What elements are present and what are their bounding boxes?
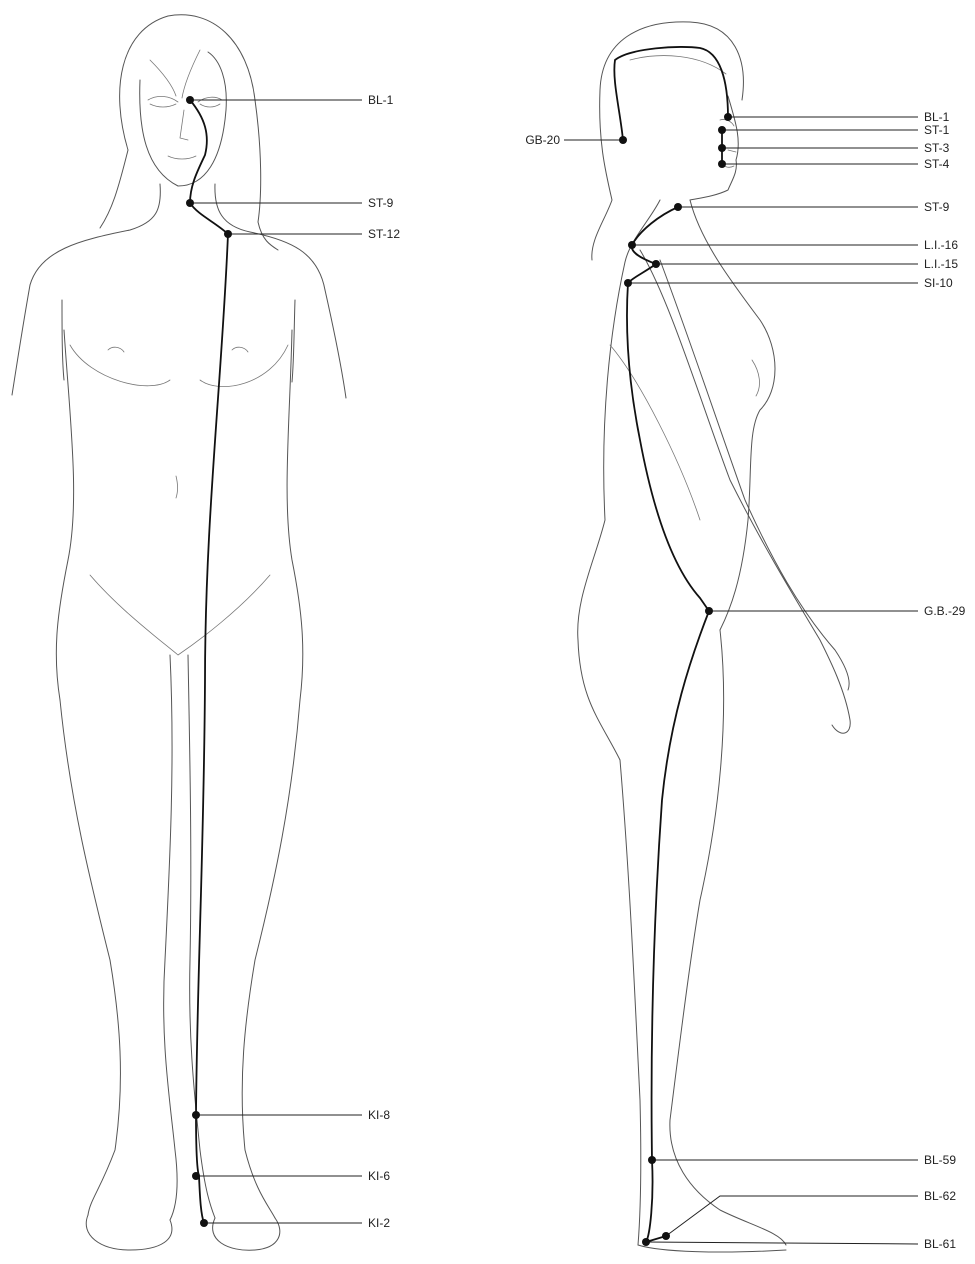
front-figure [12, 15, 346, 1250]
front-view-label-ki-6: KI-6 [368, 1169, 390, 1183]
side-view-point-l-i-16 [628, 241, 636, 249]
side-view-label-bl-1: BL-1 [924, 110, 950, 124]
front-view-label-ki-2: KI-2 [368, 1216, 390, 1230]
front-view-label-st-9: ST-9 [368, 196, 394, 210]
side-view-label-si-10: SI-10 [924, 276, 953, 290]
side-figure [578, 22, 851, 1252]
side-view-point-bl-61 [642, 1238, 650, 1246]
side-view-label-bl-59: BL-59 [924, 1153, 956, 1167]
side-view-point-gb-20 [619, 136, 627, 144]
front-channel-line [190, 100, 228, 1223]
front-face-features [148, 50, 222, 159]
side-view-label-st-1: ST-1 [924, 123, 950, 137]
front-legs [60, 655, 300, 1220]
side-view-point-st-1 [718, 126, 726, 134]
side-view-label-gb-20: GB-20 [525, 133, 560, 147]
side-view-point-st-3 [718, 144, 726, 152]
front-view-label-ki-8: KI-8 [368, 1108, 390, 1122]
side-head [592, 22, 744, 260]
side-view-point-g-b-29 [705, 607, 713, 615]
front-view-point-ki-2 [200, 1219, 208, 1227]
side-view-label-l-i-16: L.I.-16 [924, 238, 958, 252]
side-view-label-bl-62: BL-62 [924, 1189, 956, 1203]
side-view-leader-bl-61 [646, 1242, 918, 1244]
front-chest [70, 345, 288, 655]
front-view-point-st-9 [186, 199, 194, 207]
front-view-point-st-12 [224, 230, 232, 238]
side-channel-line [614, 47, 728, 140]
side-view-point-st-4 [718, 160, 726, 168]
side-view-point-st-9 [674, 203, 682, 211]
side-view-label-st-4: ST-4 [924, 157, 950, 171]
front-arms [12, 285, 346, 398]
side-view-point-bl-1 [724, 113, 732, 121]
front-view-label-bl-1: BL-1 [368, 93, 394, 107]
side-view-point-si-10 [624, 279, 632, 287]
side-arm [640, 250, 850, 733]
front-view-point-bl-1 [186, 96, 194, 104]
side-view-label-g-b-29: G.B.-29 [924, 604, 966, 618]
side-view-point-bl-59 [648, 1156, 656, 1164]
front-hair [100, 15, 278, 250]
side-view-label-st-9: ST-9 [924, 200, 950, 214]
front-view-label-st-12: ST-12 [368, 227, 400, 241]
side-view-label-l-i-15: L.I.-15 [924, 257, 958, 271]
front-neck-shoulders [30, 184, 325, 290]
front-feet [86, 1215, 280, 1250]
side-foot [638, 1245, 786, 1252]
side-view-label-bl-61: BL-61 [924, 1237, 956, 1251]
front-view-point-ki-8 [192, 1111, 200, 1119]
side-view-point-l-i-15 [652, 260, 660, 268]
side-view-label-st-3: ST-3 [924, 141, 950, 155]
side-view-leader-bl-62 [666, 1196, 918, 1236]
side-view-point-bl-62 [662, 1232, 670, 1240]
side-legs [620, 630, 786, 1245]
front-view-point-ki-6 [192, 1172, 200, 1180]
annotations: BL-1ST-9ST-12KI-8KI-6KI-2GB-20BL-1ST-1ST… [186, 93, 966, 1251]
front-torso [56, 330, 303, 700]
